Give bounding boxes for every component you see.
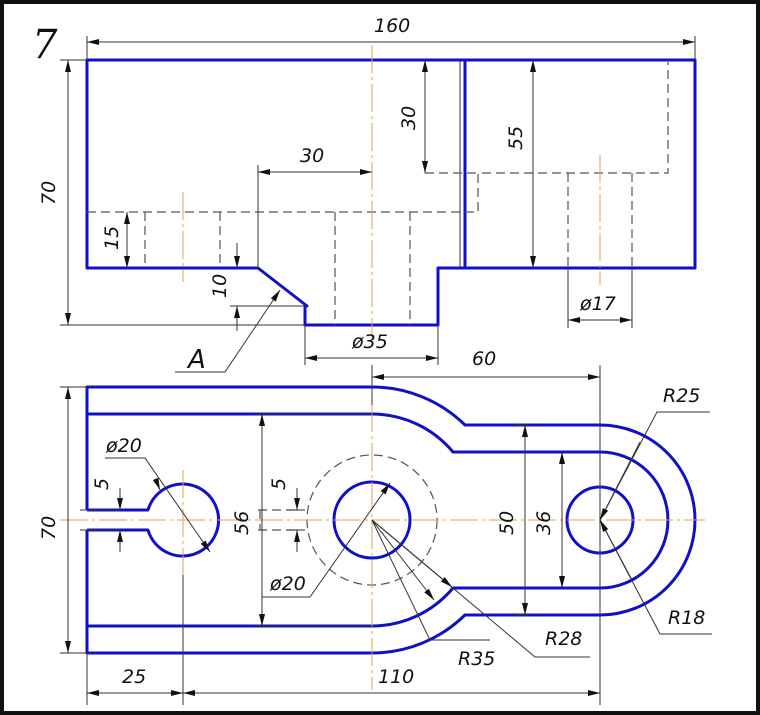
top-view: 70 56 50 36 60 25 110 5 5 ø20 ø20 R35 R2… xyxy=(38,348,712,705)
dim-160: 160 xyxy=(374,15,410,37)
dim-phi17: ø17 xyxy=(579,293,616,315)
dim-70: 70 xyxy=(38,181,60,205)
dim-phi20-left: ø20 xyxy=(105,435,142,457)
dim-56: 56 xyxy=(231,511,253,535)
dim-110: 110 xyxy=(378,666,414,688)
dim-r25: R25 xyxy=(663,385,700,407)
dim-r28: R28 xyxy=(545,628,582,650)
dim-r18: R18 xyxy=(668,607,705,629)
dim-70-top: 70 xyxy=(38,516,60,540)
sheet-number: 7 xyxy=(32,22,58,68)
dim-phi35: ø35 xyxy=(351,331,388,353)
hidden-lines xyxy=(87,60,669,213)
dim-25: 25 xyxy=(122,666,146,688)
dim-50: 50 xyxy=(496,511,518,535)
dim-r35: R35 xyxy=(458,648,495,670)
dim-55: 55 xyxy=(505,126,527,150)
dim-30-horizontal: 30 xyxy=(300,145,324,167)
dim-36: 36 xyxy=(533,511,555,535)
dim-60: 60 xyxy=(472,348,496,370)
dim-phi20-mid: ø20 xyxy=(269,573,306,595)
callout-leader xyxy=(175,289,281,373)
dim-5-left: 5 xyxy=(91,478,113,490)
centerlines xyxy=(182,45,601,340)
dim-30-vertical: 30 xyxy=(398,106,420,130)
dim-15: 15 xyxy=(101,226,123,250)
front-outline xyxy=(85,58,697,327)
dim-10: 10 xyxy=(209,274,231,298)
front-view: 160 70 30 30 55 15 10 ø17 ø35 A xyxy=(38,15,697,375)
dim-5-mid: 5 xyxy=(268,478,290,490)
callout-a: A xyxy=(186,345,206,375)
